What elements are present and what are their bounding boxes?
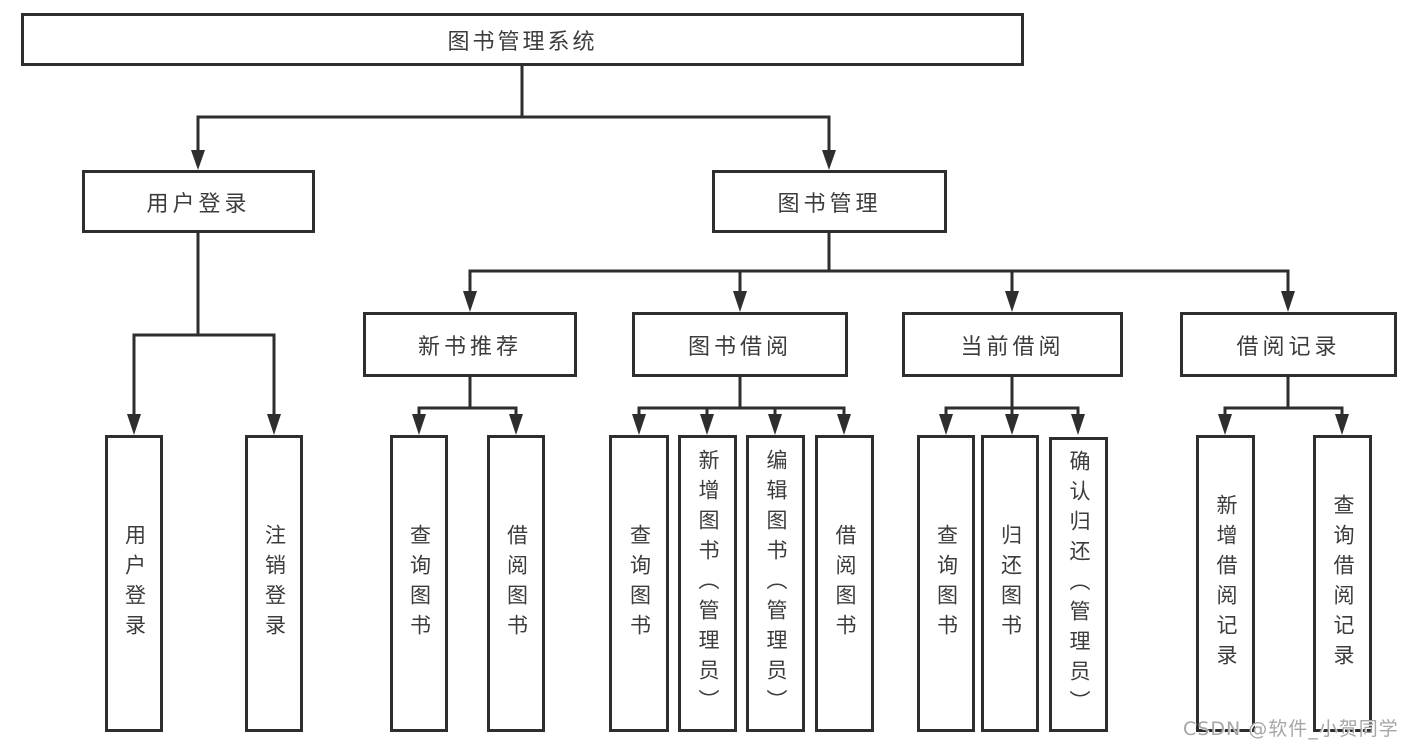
arrow-down-icon: [837, 414, 851, 435]
node-book-borrowing: 图书借阅: [632, 312, 848, 377]
arrow-down-icon: [267, 414, 281, 435]
arrow-down-icon: [1218, 414, 1232, 435]
arrow-down-icon: [1005, 291, 1019, 312]
arrow-down-icon: [822, 150, 836, 170]
arrow-down-icon: [463, 291, 477, 312]
node-current-borrowing: 当前借阅: [902, 312, 1123, 377]
node-borrowing-records: 借阅记录: [1180, 312, 1397, 377]
leaf-edit-books-admin: 编辑图书（管理员）: [746, 435, 805, 732]
leaf-query-books-current: 查询图书: [917, 435, 975, 732]
leaf-query-borrow-record: 查询借阅记录: [1313, 435, 1372, 732]
leaf-confirm-return-admin: 确认归还（管理员）: [1049, 437, 1108, 732]
arrow-down-icon: [700, 414, 714, 435]
leaf-borrow-books: 借阅图书: [815, 435, 874, 732]
leaf-add-books-admin: 新增图书（管理员）: [678, 435, 737, 732]
node-book-management: 图书管理: [712, 170, 947, 233]
arrow-down-icon: [1335, 414, 1349, 435]
arrow-down-icon: [733, 291, 747, 312]
arrow-down-icon: [768, 414, 782, 435]
connector-line: [132, 333, 276, 417]
csdn-watermark: CSDN @软件_小贺同学: [1183, 718, 1399, 740]
connector-line: [468, 269, 1290, 293]
leaf-return-books: 归还图书: [981, 435, 1039, 732]
leaf-query-books-borrow: 查询图书: [609, 435, 669, 732]
arrow-down-icon: [1071, 414, 1085, 435]
leaf-add-borrow-record: 新增借阅记录: [1196, 435, 1255, 732]
arrow-down-icon: [1005, 414, 1019, 435]
leaf-logout: 注销登录: [245, 435, 303, 732]
leaf-borrow-books-recommend: 借阅图书: [487, 435, 545, 732]
arrow-down-icon: [509, 414, 523, 435]
node-user-login: 用户登录: [82, 170, 315, 233]
connector-line: [637, 406, 846, 417]
arrow-down-icon: [191, 150, 205, 170]
arrow-down-icon: [127, 414, 141, 435]
node-root-library-system: 图书管理系统: [21, 13, 1024, 66]
arrow-down-icon: [632, 414, 646, 435]
arrow-down-icon: [939, 414, 953, 435]
connector-line: [196, 115, 831, 152]
leaf-query-books-recommend: 查询图书: [390, 435, 448, 732]
arrow-down-icon: [412, 414, 426, 435]
connector-line: [417, 406, 518, 417]
node-new-book-recommendation: 新书推荐: [363, 312, 577, 377]
arrow-down-icon: [1281, 291, 1295, 312]
connector-line: [1223, 406, 1344, 417]
leaf-user-login: 用户登录: [105, 435, 163, 732]
